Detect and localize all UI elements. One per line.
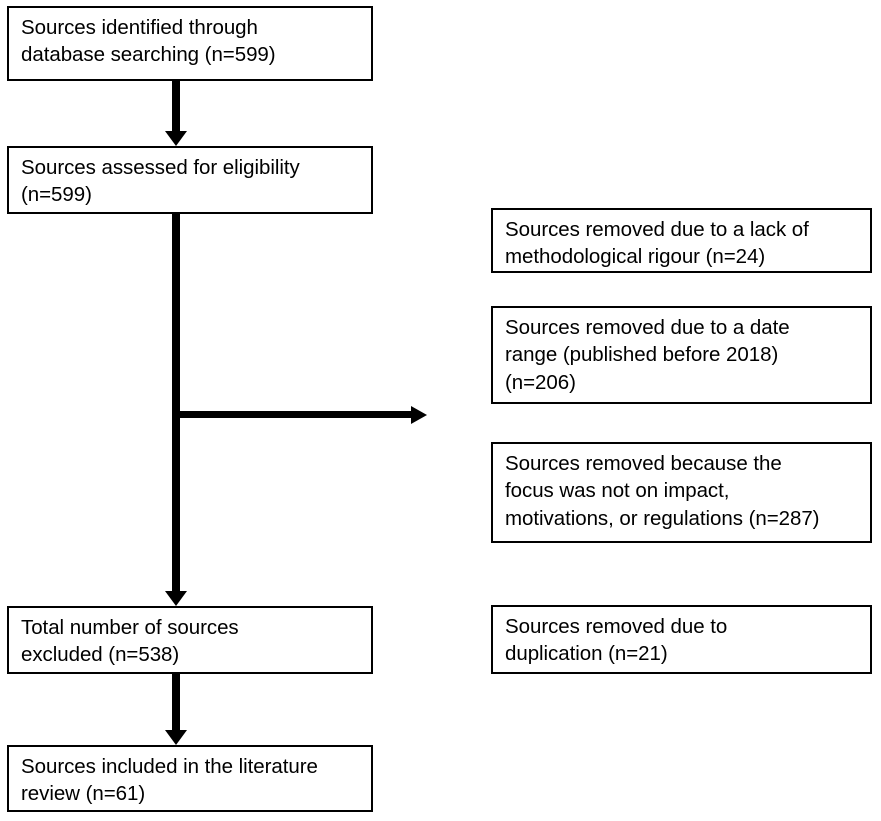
flow-box-total-excluded: Total number of sources excluded (n=538): [7, 606, 373, 674]
flow-box-removed-methodological-rigour: Sources removed due to a lack of methodo…: [491, 208, 872, 273]
arrow-head-down-icon: [165, 131, 187, 146]
flow-box-removed-date-range-text: Sources removed due to a date range (pub…: [505, 316, 790, 394]
arrow-shaft: [172, 674, 180, 730]
flow-box-removed-focus: Sources removed because the focus was no…: [491, 442, 872, 543]
flow-box-removed-methodological-rigour-text: Sources removed due to a lack of methodo…: [505, 218, 809, 269]
flow-box-removed-duplication: Sources removed due to duplication (n=21…: [491, 605, 872, 674]
flow-box-sources-identified: Sources identified through database sear…: [7, 6, 373, 81]
flow-box-total-excluded-text: Total number of sources excluded (n=538): [21, 616, 239, 667]
arrow-shaft: [172, 411, 417, 418]
flow-box-sources-included: Sources included in the literature revie…: [7, 745, 373, 812]
flow-box-removed-focus-text: Sources removed because the focus was no…: [505, 452, 820, 530]
flow-box-removed-duplication-text: Sources removed due to duplication (n=21…: [505, 615, 728, 666]
arrow-head-right-icon: [411, 406, 427, 424]
flow-box-sources-assessed: Sources assessed for eligibility (n=599): [7, 146, 373, 214]
arrow-shaft: [172, 214, 180, 591]
flow-box-removed-date-range: Sources removed due to a date range (pub…: [491, 306, 872, 404]
flow-box-sources-identified-text: Sources identified through database sear…: [21, 16, 276, 67]
flow-box-sources-assessed-text: Sources assessed for eligibility (n=599): [21, 156, 300, 207]
flow-box-sources-included-text: Sources included in the literature revie…: [21, 755, 318, 806]
arrow-head-down-icon: [165, 591, 187, 606]
arrow-head-down-icon: [165, 730, 187, 745]
arrow-shaft: [172, 81, 180, 131]
